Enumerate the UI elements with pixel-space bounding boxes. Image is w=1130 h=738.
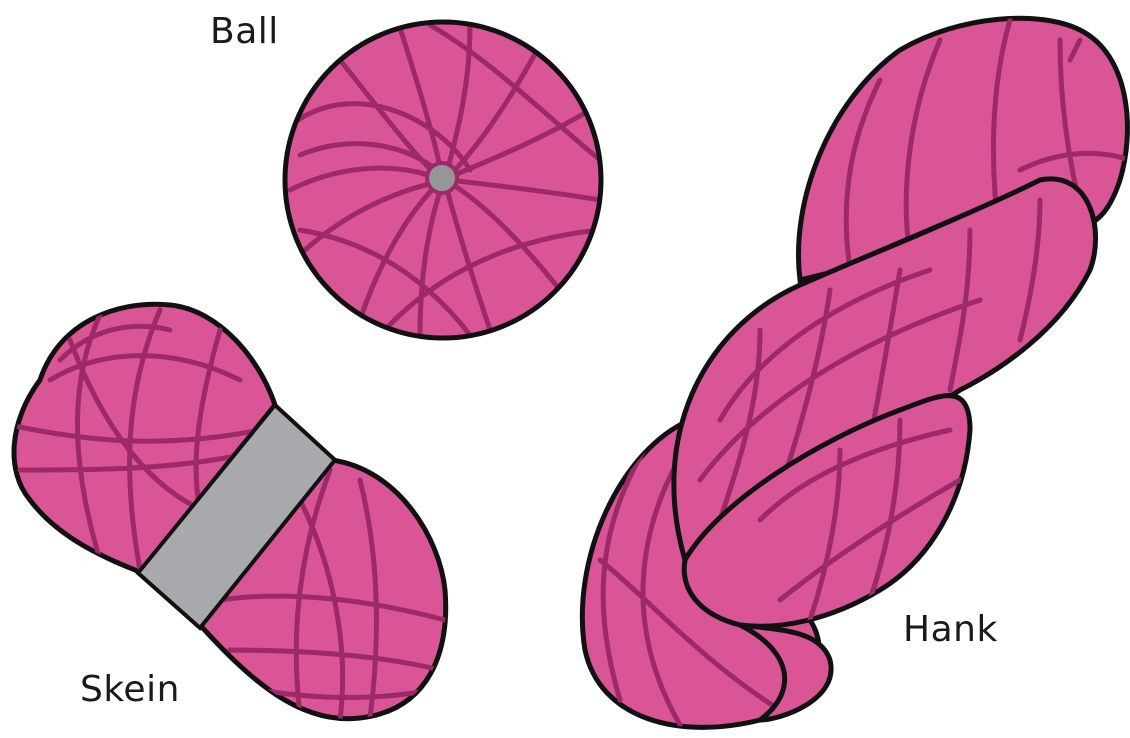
skein-label: Skein	[80, 672, 180, 708]
ball-of-yarn-illustration	[285, 22, 601, 338]
hank-of-yarn-illustration	[582, 18, 1130, 727]
ball-center-hole	[427, 163, 457, 193]
hank-label: Hank	[903, 612, 998, 648]
skein-of-yarn-illustration	[10, 304, 446, 720]
ball-label: Ball	[210, 14, 279, 50]
